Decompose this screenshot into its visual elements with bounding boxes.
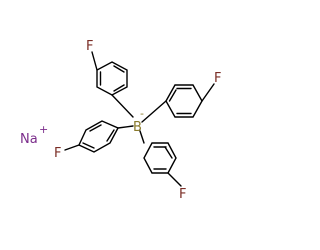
sodium-charge-label: + [39,123,48,136]
left-ring-to-boron-bond [117,125,134,129]
top-phenyl-ring [96,61,128,96]
right-phenyl-ring [165,84,203,118]
top-ring-fluorine-bond [91,51,98,71]
left-phenyl-ring [78,120,119,153]
fluorine-atom-label-left: F [54,146,61,161]
right-ring-fluorine-bond [201,83,215,102]
fluorine-atom-label-top: F [86,39,93,54]
fluorine-atom-label-bottom: F [179,187,186,202]
boron-atom-label: B [133,120,142,135]
boron-charge-label: - [140,107,144,120]
top-ring-to-boron-bond [111,94,134,118]
left-ring-fluorine-bond [64,144,80,151]
fluorine-atom-label-right: F [214,71,221,86]
bottom-ring-to-boron-bond [139,130,145,144]
sodium-tetrakis-fluorophenyl-borate-structure: B - F F F F Na + [20,39,221,202]
chemical-structure-canvas: B - F F F F Na + [20,39,221,202]
right-ring-to-boron-bond [141,100,167,123]
bottom-ring-fluorine-bond [167,172,182,187]
bottom-phenyl-ring [143,142,177,174]
sodium-atom-label: Na [20,132,38,147]
